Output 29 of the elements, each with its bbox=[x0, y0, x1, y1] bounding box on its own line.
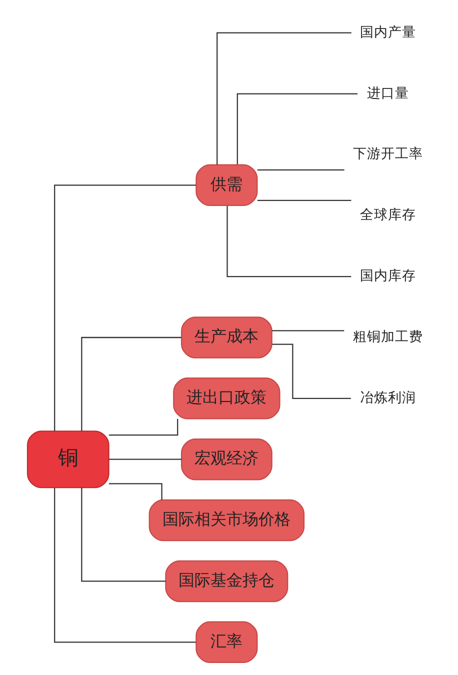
node-box: 宏观经济 bbox=[180, 438, 272, 480]
node-text: 国内产量 bbox=[360, 24, 416, 40]
connector bbox=[272, 330, 344, 332]
node-text: 全球库存 bbox=[360, 207, 416, 224]
node-box: 铜 bbox=[26, 430, 109, 488]
node-box: 进出口政策 bbox=[172, 378, 280, 420]
connector bbox=[80, 488, 166, 582]
connector bbox=[272, 344, 350, 399]
connector bbox=[108, 458, 182, 460]
node-text: 下游开工率 bbox=[352, 146, 423, 162]
connector bbox=[226, 206, 351, 278]
node-text: 进口量 bbox=[366, 85, 409, 102]
connector bbox=[256, 169, 344, 170]
connector bbox=[108, 418, 178, 436]
node-text: 冶炼利润 bbox=[360, 390, 416, 406]
connector bbox=[108, 483, 162, 500]
node-box: 国际相关市场价格 bbox=[148, 499, 304, 542]
node-text: 粗铜加工费 bbox=[352, 329, 423, 345]
connector bbox=[236, 93, 358, 164]
connector bbox=[256, 200, 351, 201]
connector bbox=[80, 336, 181, 432]
node-box: 汇率 bbox=[195, 621, 258, 664]
connector bbox=[54, 184, 196, 432]
node-box: 国际基金持仓 bbox=[164, 560, 288, 602]
node-box: 生产成本 bbox=[180, 316, 272, 358]
connector bbox=[54, 488, 196, 643]
node-text: 国内库存 bbox=[360, 268, 416, 284]
connector bbox=[216, 32, 351, 165]
node-box: 供需 bbox=[195, 164, 258, 206]
